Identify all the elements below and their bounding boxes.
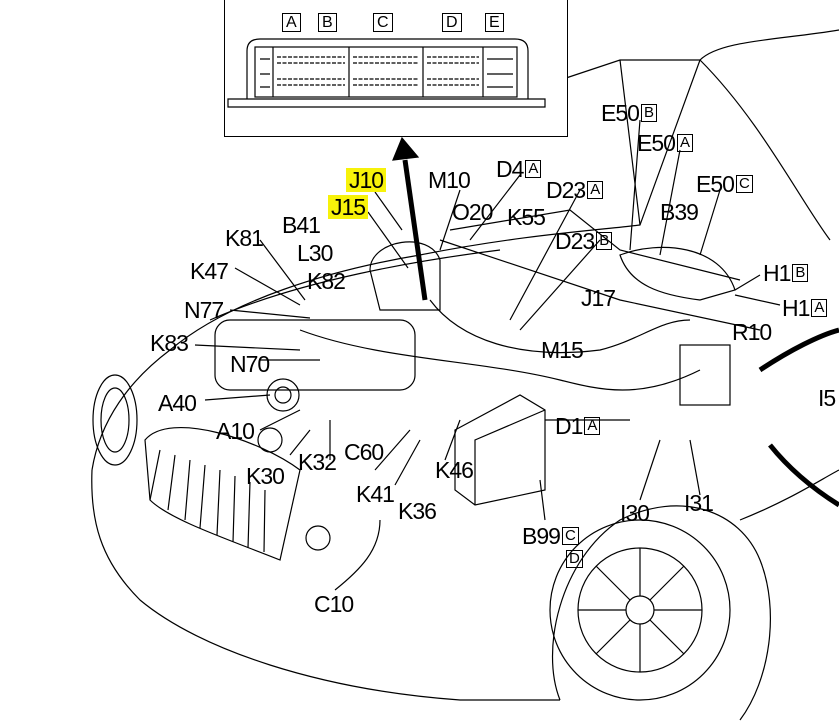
label-k32: K32 [298, 449, 337, 475]
label-j17: J17 [581, 285, 616, 311]
label-k36: K36 [398, 498, 437, 524]
label-a10: A10 [216, 418, 255, 444]
ecu-connector-drawing [227, 38, 546, 108]
connector-d-label: D [442, 13, 462, 32]
label-j10: J10 [346, 168, 387, 192]
label-j15: J15 [328, 195, 369, 219]
label-k46: K46 [435, 457, 474, 483]
label-b41: B41 [282, 212, 321, 238]
label-c10: C10 [314, 591, 354, 617]
connector-a-label: A [282, 13, 301, 32]
label-k83: K83 [150, 330, 189, 356]
label-r10: R10 [732, 319, 772, 345]
label-k47: K47 [190, 258, 229, 284]
label-i30: I30 [620, 500, 650, 526]
label-i5: I5 [818, 385, 836, 411]
label-c60: C60 [344, 439, 384, 465]
label-l30: L30 [297, 240, 333, 266]
label-b99-d: D [564, 550, 583, 568]
label-a40: A40 [158, 390, 197, 416]
label-k82: K82 [307, 268, 346, 294]
connector-e-label: E [485, 13, 504, 32]
label-k30: K30 [246, 463, 285, 489]
connector-b-label: B [318, 13, 337, 32]
ecu-inset-panel: A B C D E [224, 0, 568, 137]
connector-c-label: C [373, 13, 393, 32]
label-n77: N77 [184, 297, 224, 323]
label-k81: K81 [225, 225, 264, 251]
label-k41: K41 [356, 481, 395, 507]
label-i31: I31 [684, 490, 714, 516]
label-n70: N70 [230, 351, 270, 377]
label-k55: K55 [507, 204, 546, 230]
label-o20: O20 [452, 199, 493, 225]
label-m15: M15 [541, 337, 584, 363]
label-m10: M10 [428, 167, 471, 193]
label-b39: B39 [660, 199, 699, 225]
